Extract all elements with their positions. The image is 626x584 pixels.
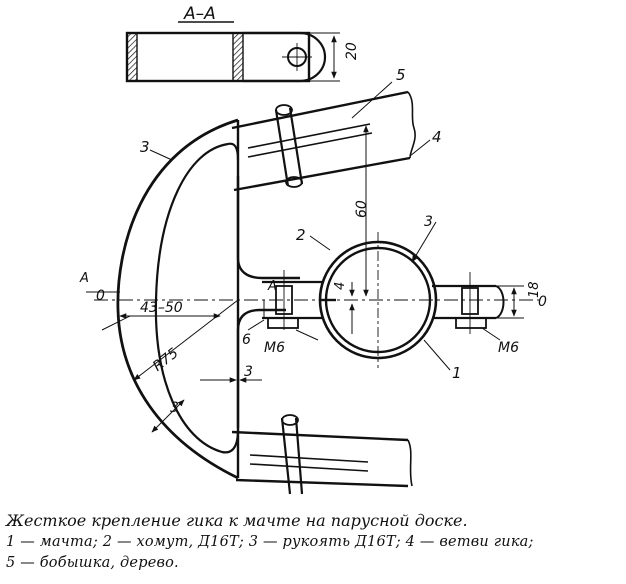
dim-section-height: 20 (344, 42, 360, 60)
handle-part-3 (94, 118, 540, 480)
boom-arms (231, 90, 416, 495)
figure-caption: Жесткое крепление гика к мачте на парусн… (6, 510, 620, 574)
technical-drawing: A–A 20 (79, 4, 547, 495)
dim-18: 18 (527, 281, 542, 298)
part-label-4: 4 (432, 128, 442, 146)
zero-mark-right: 0 (538, 294, 547, 310)
dim-wall-mast: 3 (424, 214, 433, 230)
dim-radius: R75 (150, 345, 182, 375)
part-label-2: 2 (296, 226, 306, 244)
caption-legend-line-2: 5 — бобышка, дерево. (6, 555, 179, 571)
part-label-1: 1 (452, 364, 462, 382)
bolt-label-left: М6 (264, 340, 285, 356)
mast-and-clamp (262, 232, 505, 368)
caption-legend-line-1: 1 — мачта; 2 — хомут, Д16Т; 3 — рукоять … (6, 534, 534, 550)
dim-grip: 43–50 (140, 300, 183, 316)
labels: 3 5 4 2 1 60 3 43–50 R75 3 3 18 4 6 A A … (79, 66, 547, 416)
section-hatch-left (126, 32, 138, 82)
dimensions (86, 81, 524, 433)
section-hatch-right (232, 32, 244, 82)
dim-6: 6 (242, 332, 251, 348)
section-mark-right: A (267, 279, 277, 294)
part-label-3: 3 (140, 138, 150, 156)
section-view-a-a: A–A 20 (125, 4, 360, 83)
bolt-label-right: М6 (498, 340, 519, 356)
caption-title: Жесткое крепление гика к мачте на парусн… (6, 511, 468, 530)
dim-rim: 3 (170, 400, 179, 416)
section-title: A–A (183, 4, 216, 24)
dim-arm-spacing: 60 (354, 200, 370, 218)
dim-gap: 3 (244, 364, 253, 380)
part-label-5: 5 (396, 66, 406, 84)
zero-mark-left: 0 (96, 288, 105, 304)
dim-4: 4 (333, 282, 348, 290)
section-mark-left: A (79, 271, 89, 286)
